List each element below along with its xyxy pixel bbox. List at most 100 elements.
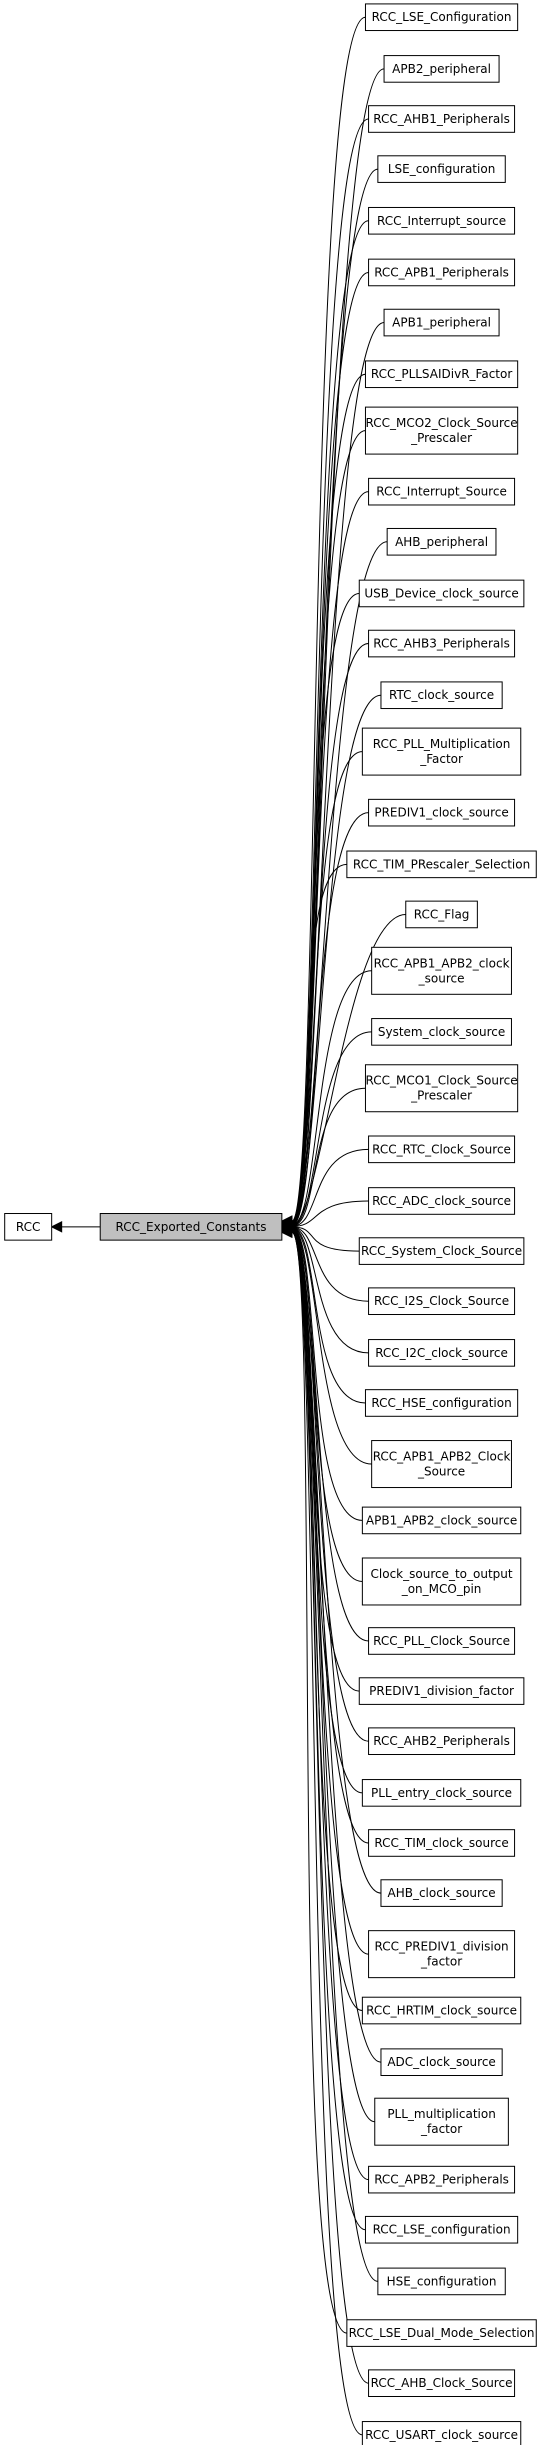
edge-rcc-lse-configuration <box>291 16 366 1222</box>
node-rcc-exported-constants: RCC_Exported_Constants <box>99 1213 283 1241</box>
node-rcc-apb1-apb2-clock-source-box <box>371 1440 512 1489</box>
node-pll-multiplication-factor-label: PLL_multiplication <box>387 2107 496 2121</box>
node-usb-device-clock-source-box <box>358 579 525 608</box>
node-system-clock-source[interactable]: System_clock_source <box>371 1018 512 1046</box>
edge-lse-configuration <box>291 168 378 1223</box>
node-rcc-lse-configuration[interactable]: RCC_LSE_configuration <box>364 2215 519 2244</box>
edge-rcc-lse-dual-mode-selection <box>291 1231 347 2334</box>
node-rcc-apb1-apb2-clock-source[interactable]: RCC_APB1_APB2_clock_source <box>371 946 512 995</box>
node-rcc-hrtim-clock-source[interactable]: RCC_HRTIM_clock_source <box>361 1996 522 2025</box>
node-prediv1-division-factor[interactable]: PREDIV1_division_factor <box>358 1677 525 1705</box>
node-rcc-apb2-peripherals-label: RCC_APB2_Peripherals <box>374 2173 509 2187</box>
node-rcc-apb1-apb2-clock-source[interactable]: RCC_APB1_APB2_Clock_Source <box>371 1440 512 1489</box>
node-rcc-interrupt-source[interactable]: RCC_Interrupt_Source <box>368 477 516 506</box>
node-rcc-pll-multiplication-factor-label: RCC_PLL_Multiplication <box>373 737 511 751</box>
node-rcc-adc-clock-source[interactable]: RCC_ADC_clock_source <box>368 1187 516 1215</box>
edge-rcc-adc-clock-source <box>291 1200 369 1228</box>
node-rcc[interactable]: RCC <box>4 1213 53 1241</box>
node-rcc-ahb2-peripherals[interactable]: RCC_AHB2_Peripherals <box>368 1727 516 1756</box>
node-rcc-lse-configuration-label: RCC_LSE_Configuration <box>372 10 512 24</box>
node-prediv1-clock-source-box <box>368 798 516 827</box>
node-clock-source-to-output-on-mco-pin-box <box>361 1557 522 1606</box>
node-rcc-lse-dual-mode-selection[interactable]: RCC_LSE_Dual_Mode_Selection <box>346 2319 537 2347</box>
node-rcc-tim-clock-source-label: RCC_TIM_clock_source <box>374 1836 508 1850</box>
node-usb-device-clock-source[interactable]: USB_Device_clock_source <box>358 579 525 608</box>
arrowhead <box>280 1226 293 1239</box>
node-rcc-tim-clock-source[interactable]: RCC_TIM_clock_source <box>368 1829 516 1857</box>
node-rtc-clock-source[interactable]: RTC_clock_source <box>380 681 503 710</box>
node-rcc-ahb2-peripherals-box <box>368 1727 516 1756</box>
node-rcc-rtc-clock-source[interactable]: RCC_RTC_Clock_Source <box>368 1135 516 1164</box>
node-hse-configuration[interactable]: HSE_configuration <box>377 2267 506 2296</box>
node-pll-entry-clock-source[interactable]: PLL_entry_clock_source <box>361 1779 522 1807</box>
node-rcc-tim-prescaler-selection[interactable]: RCC_TIM_PRescaler_Selection <box>346 850 537 879</box>
node-rcc-mco1-clock-source-prescaler[interactable]: RCC_MCO1_Clock_Source_Prescaler <box>364 1064 519 1113</box>
node-rcc-pllsaidivr-factor[interactable]: RCC_PLLSAIDivR_Factor <box>364 360 519 389</box>
node-rcc-apb2-peripherals[interactable]: RCC_APB2_Peripherals <box>368 2165 516 2194</box>
node-rcc-pllsaidivr-factor-box <box>364 360 519 389</box>
node-pll-entry-clock-source-box <box>361 1779 522 1807</box>
node-rcc-hrtim-clock-source-box <box>361 1996 522 2025</box>
node-rcc-label: RCC <box>16 1220 41 1234</box>
node-rcc-mco2-clock-source-prescaler[interactable]: RCC_MCO2_Clock_Source_Prescaler <box>364 406 519 455</box>
node-apb2-peripheral[interactable]: APB2_peripheral <box>383 55 500 83</box>
node-rcc-i2s-clock-source[interactable]: RCC_I2S_Clock_Source <box>368 1287 516 1316</box>
node-rcc-interrupt-source[interactable]: RCC_Interrupt_source <box>368 206 516 235</box>
node-rcc-lse-configuration[interactable]: RCC_LSE_Configuration <box>364 3 519 32</box>
node-rcc-tim-prescaler-selection-label: RCC_TIM_PRescaler_Selection <box>353 857 530 871</box>
nodes: RCC_Exported_Constants RCC RCC_LSE_Configu… <box>4 3 537 2445</box>
node-rcc-i2c-clock-source[interactable]: RCC_I2C_clock_source <box>368 1339 516 1367</box>
node-system-clock-source-box <box>371 1018 512 1046</box>
node-rcc-hse-configuration[interactable]: RCC_HSE_configuration <box>364 1389 519 1417</box>
node-pll-multiplication-factor[interactable]: PLL_multiplication_factor <box>374 2097 509 2146</box>
node-rcc-ahb-clock-source-box <box>368 2369 516 2397</box>
node-rcc-ahb-clock-source[interactable]: RCC_AHB_Clock_Source <box>368 2369 516 2397</box>
node-adc-clock-source[interactable]: ADC_clock_source <box>380 2048 503 2077</box>
node-rcc-apb1-peripherals-box <box>368 258 516 287</box>
node-rcc-pll-clock-source[interactable]: RCC_PLL_Clock_Source <box>368 1627 516 1655</box>
node-rcc-mco1-clock-source-prescaler-label: RCC_MCO1_Clock_Source <box>365 1074 517 1088</box>
node-rcc-apb1-peripherals[interactable]: RCC_APB1_Peripherals <box>368 258 516 287</box>
node-prediv1-clock-source[interactable]: PREDIV1_clock_source <box>368 798 516 827</box>
node-ahb-clock-source[interactable]: AHB_clock_source <box>380 1879 503 1907</box>
node-rcc-system-clock-source-box <box>358 1237 525 1265</box>
node-rcc-pll-multiplication-factor[interactable]: RCC_PLL_Multiplication_Factor <box>361 727 522 776</box>
node-rcc-flag[interactable]: RCC_Flag <box>405 900 478 929</box>
edge-rcc-apb1-peripherals <box>291 271 369 1223</box>
node-apb1-peripheral-label: APB1_peripheral <box>392 316 491 330</box>
node-clock-source-to-output-on-mco-pin-label: _on_MCO_pin <box>401 1582 482 1596</box>
node-rcc-ahb1-peripherals[interactable]: RCC_AHB1_Peripherals <box>368 105 516 133</box>
node-apb1-peripheral[interactable]: APB1_peripheral <box>383 308 500 337</box>
node-rcc-mco1-clock-source-prescaler-label: _Prescaler <box>410 1089 472 1103</box>
node-ahb-peripheral[interactable]: AHB_peripheral <box>386 527 497 556</box>
node-rcc-exported-constants-label: RCC_Exported_Constants <box>116 1220 267 1234</box>
node-lse-configuration[interactable]: LSE_configuration <box>377 155 506 183</box>
edge-rcc-pll-clock-source <box>291 1228 369 1642</box>
node-rcc-lse-dual-mode-selection-label: RCC_LSE_Dual_Mode_Selection <box>349 2326 535 2340</box>
edge-rcc-hrtim-clock-source <box>291 1229 363 2012</box>
node-rcc-pllsaidivr-factor-label: RCC_PLLSAIDivR_Factor <box>371 367 513 381</box>
node-rcc-interrupt-source-label: RCC_Interrupt_source <box>377 214 506 228</box>
node-rcc-tim-clock-source-box <box>368 1829 516 1857</box>
edge-rcc-tim-prescaler-selection <box>291 863 347 1226</box>
edge-rcc-flag <box>291 913 406 1226</box>
node-apb2-peripheral-box <box>383 55 500 83</box>
node-rcc-lse-configuration-box <box>364 3 519 32</box>
node-rcc-adc-clock-source-box <box>368 1187 516 1215</box>
node-rcc-ahb3-peripherals[interactable]: RCC_AHB3_Peripherals <box>368 629 516 658</box>
node-rcc-apb1-apb2-clock-source-label: RCC_APB1_APB2_clock <box>374 956 510 970</box>
node-rcc-ahb-clock-source-label: RCC_AHB_Clock_Source <box>371 2376 513 2390</box>
node-rcc-i2c-clock-source-box <box>368 1339 516 1367</box>
node-rcc-pll-multiplication-factor-label: _Factor <box>419 752 463 766</box>
node-rcc-pll-multiplication-factor-box <box>361 727 522 776</box>
node-clock-source-to-output-on-mco-pin[interactable]: Clock_source_to_output_on_MCO_pin <box>361 1557 522 1606</box>
node-rcc-mco1-clock-source-prescaler-box <box>364 1064 519 1113</box>
node-rcc-interrupt-source-box <box>368 206 516 235</box>
node-rcc-apb1-apb2-clock-source-label: RCC_APB1_APB2_Clock <box>373 1450 511 1464</box>
edge-system-clock-source <box>291 1031 372 1227</box>
node-apb1-apb2-clock-source[interactable]: APB1_APB2_clock_source <box>361 1506 522 1535</box>
node-rcc-usart-clock-source[interactable]: RCC_USART_clock_source <box>361 2421 522 2445</box>
node-rcc-system-clock-source[interactable]: RCC_System_Clock_Source <box>358 1237 525 1265</box>
node-rcc-prediv1-division-factor[interactable]: RCC_PREDIV1_division_factor <box>368 1930 516 1979</box>
